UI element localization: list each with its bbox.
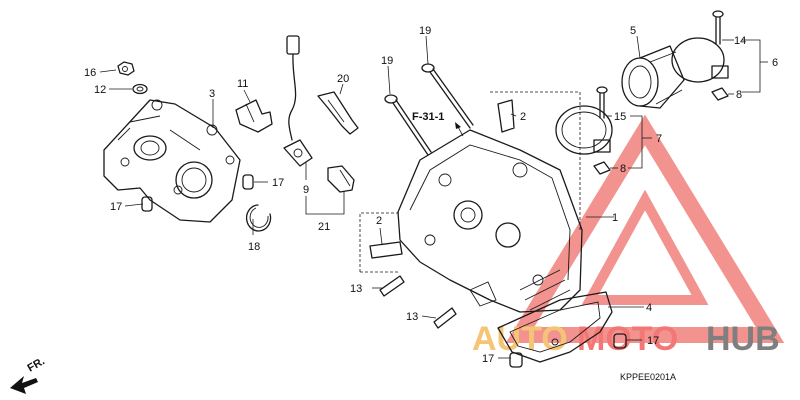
part-nut-8a <box>711 87 729 101</box>
callout-17-bottom: 17 <box>482 353 494 365</box>
part-stud-13b <box>433 307 457 329</box>
part-holder-3 <box>103 99 241 223</box>
callout-7: 7 <box>656 133 662 145</box>
part-sensor-21 <box>327 165 355 193</box>
reference-arrowhead <box>455 122 461 129</box>
part-screw-14 <box>712 10 724 45</box>
part-plug-17a <box>141 196 153 212</box>
callout-1: 1 <box>612 212 618 224</box>
callout-6: 6 <box>772 57 778 69</box>
callout-17-left: 17 <box>110 201 122 213</box>
part-sensor-9 <box>283 35 313 167</box>
part-screw-15 <box>596 86 608 119</box>
part-cylinder-head-1 <box>397 129 583 313</box>
callout-13-upper: 13 <box>350 283 362 295</box>
leader-21-bracket <box>305 192 345 215</box>
callout-17-mid: 17 <box>272 177 284 189</box>
callout-3: 3 <box>209 88 215 100</box>
callout-13-lower: 13 <box>406 311 418 323</box>
watermark-text-hub: HUB <box>706 320 780 358</box>
callout-9: 9 <box>303 184 309 196</box>
callout-2-top: 2 <box>520 111 526 123</box>
diagram-code: KPPEE0201A <box>620 372 676 382</box>
callout-8-upper: 8 <box>736 89 742 101</box>
callout-4: 4 <box>646 302 652 314</box>
part-band-6 <box>671 37 729 83</box>
watermark-text-moto: MOTO <box>577 320 678 358</box>
callout-2-left: 2 <box>376 215 382 227</box>
part-nut-16 <box>117 61 135 76</box>
callout-11: 11 <box>237 78 248 90</box>
part-insulator-5 <box>621 45 685 109</box>
watermark-text-auto: AUTO <box>472 320 568 358</box>
part-stud-13a <box>379 275 405 297</box>
part-bracket-11 <box>235 99 273 133</box>
part-washer-12 <box>132 83 148 95</box>
part-circlip-18 <box>245 204 272 232</box>
part-bolt-19a <box>384 94 432 156</box>
callout-labels: 16 12 3 11 17 17 18 9 20 21 19 19 F-31-1… <box>84 25 778 365</box>
part-nut-8b <box>593 161 611 175</box>
part-bolt-19b <box>421 63 474 129</box>
leader-lines <box>99 35 768 359</box>
reference-label: F-31-1 <box>412 111 444 123</box>
callout-14: 14 <box>734 35 746 47</box>
part-plug-17b <box>242 174 254 190</box>
part-spark-plug-20 <box>317 91 359 135</box>
callout-17-right: 17 <box>647 335 659 347</box>
callout-16: 16 <box>84 67 96 79</box>
callout-8-lower: 8 <box>620 163 626 175</box>
dashed-box-left <box>359 212 400 273</box>
front-label: FR. <box>26 355 47 374</box>
callout-21: 21 <box>318 221 330 233</box>
callout-18: 18 <box>248 241 260 253</box>
part-band-7 <box>555 105 613 155</box>
part-plug-17c <box>509 352 523 368</box>
callout-20: 20 <box>337 73 349 85</box>
part-dowel-pin-2a <box>497 99 515 133</box>
part-plug-17d <box>613 333 627 349</box>
front-direction-arrow <box>10 376 38 394</box>
callout-5: 5 <box>630 25 636 37</box>
dashed-box-top <box>490 91 581 230</box>
callout-15: 15 <box>614 111 626 123</box>
callout-19-right: 19 <box>419 25 431 37</box>
callout-19-left: 19 <box>381 55 393 67</box>
part-dowel-pin-2b <box>369 241 403 259</box>
callout-12: 12 <box>94 84 106 96</box>
